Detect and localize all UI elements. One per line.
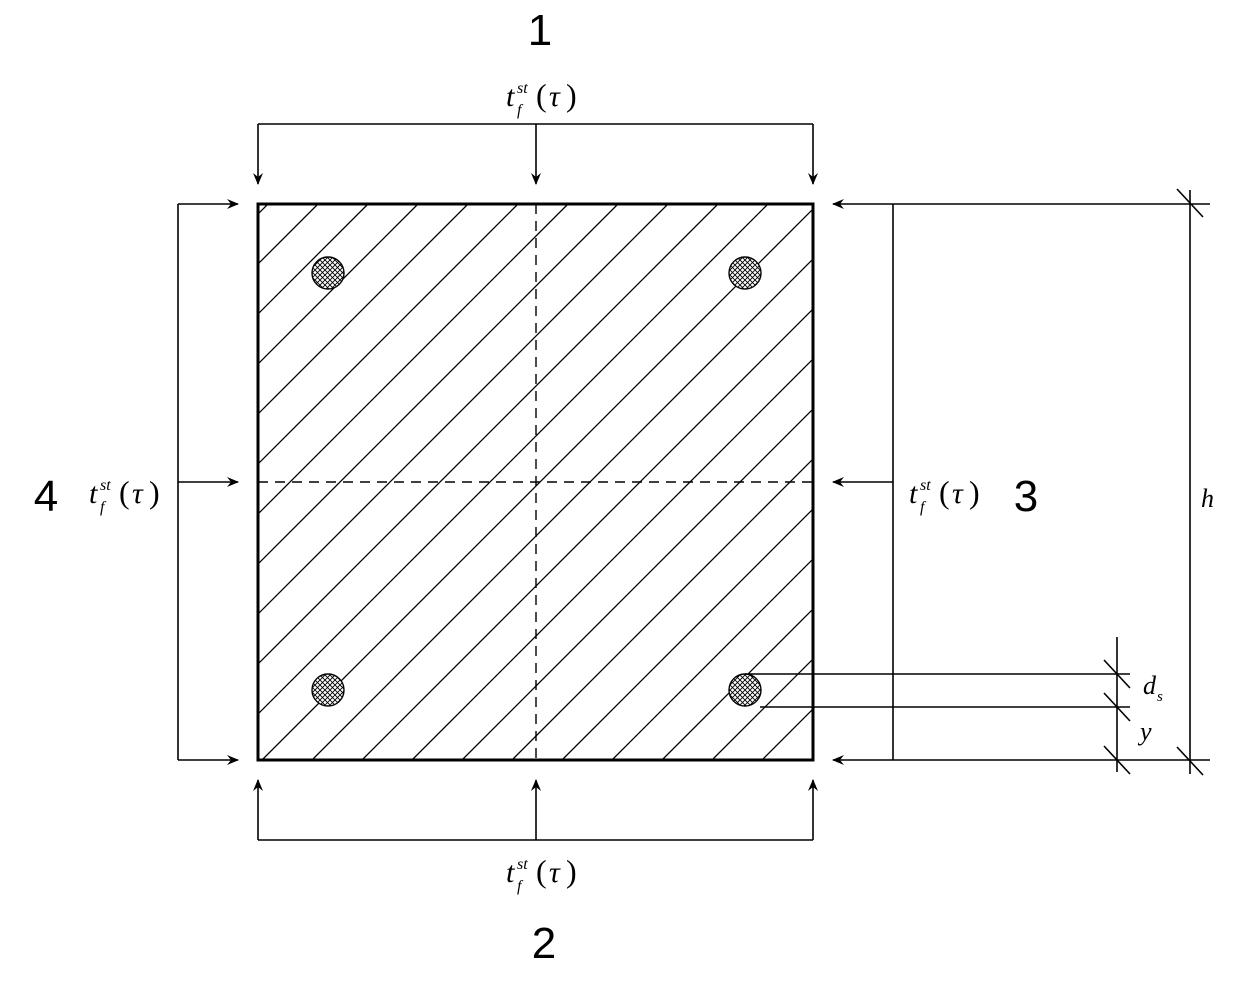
rebar-bottom-left: [311, 673, 345, 707]
svg-text:(: (: [536, 853, 547, 889]
height-dimension: [893, 188, 1210, 776]
section-outline: [256, 202, 815, 762]
hatch-line: [258, 204, 519, 465]
bar-diameter-label: d s: [1143, 671, 1163, 705]
svg-text:st: st: [517, 80, 528, 97]
svg-text:τ: τ: [132, 477, 144, 510]
svg-text:): ): [566, 77, 577, 113]
rebar-bottom-right: [728, 673, 762, 707]
bottom-heat-arrows: [253, 779, 818, 841]
heat-flux-label-bottom: t st f ( τ ): [506, 853, 577, 895]
left-heat-arrows: [177, 199, 239, 765]
svg-text:t: t: [909, 477, 918, 510]
top-heat-arrows: [253, 123, 818, 185]
hatch-line: [258, 204, 669, 615]
svg-text:s: s: [1157, 689, 1163, 705]
hatch-line: [258, 204, 719, 665]
heat-flux-label-right: t st f ( τ ): [909, 474, 980, 516]
svg-text:): ): [969, 474, 980, 510]
hatch-line: [258, 204, 769, 715]
heat-flux-label-left: t st f ( τ ): [89, 474, 160, 516]
svg-text:f: f: [100, 499, 107, 516]
right-heat-arrows: [832, 199, 894, 765]
bar-dimension: [745, 637, 1131, 775]
rebar-top-left: [311, 256, 345, 290]
side-number-bottom: 2: [532, 919, 556, 968]
svg-text:d: d: [1143, 671, 1157, 700]
height-label: h: [1201, 484, 1214, 513]
hatch-line: [661, 608, 813, 760]
heat-flux-label-top: t st f ( τ ): [506, 77, 577, 119]
svg-text:st: st: [920, 477, 931, 494]
svg-text:(: (: [119, 474, 130, 510]
hatch-line: [711, 658, 813, 760]
hatch-line: [258, 204, 419, 365]
hatch-line: [561, 508, 813, 760]
hatch-line: [258, 204, 569, 515]
rebar-top-right: [728, 256, 762, 290]
side-number-left: 4: [34, 472, 58, 521]
svg-text:(: (: [939, 474, 950, 510]
svg-text:st: st: [517, 856, 528, 873]
svg-text:τ: τ: [952, 477, 964, 510]
svg-text:f: f: [920, 499, 927, 516]
svg-text:τ: τ: [549, 80, 561, 113]
hatch-line: [258, 204, 469, 415]
svg-text:f: f: [517, 102, 524, 119]
svg-text:): ): [149, 474, 160, 510]
hatch-line: [611, 558, 813, 760]
hatch-line: [258, 204, 619, 565]
svg-text:τ: τ: [549, 856, 561, 889]
svg-text:st: st: [100, 477, 111, 494]
side-number-top: 1: [528, 6, 552, 55]
svg-text:f: f: [517, 878, 524, 895]
hatch-line: [258, 204, 369, 315]
svg-text:t: t: [89, 477, 98, 510]
svg-text:(: (: [536, 77, 547, 113]
side-number-right: 3: [1014, 472, 1038, 521]
svg-text:t: t: [506, 856, 515, 889]
svg-text:t: t: [506, 80, 515, 113]
svg-text:): ): [566, 853, 577, 889]
bar-offset-label: y: [1137, 717, 1152, 746]
